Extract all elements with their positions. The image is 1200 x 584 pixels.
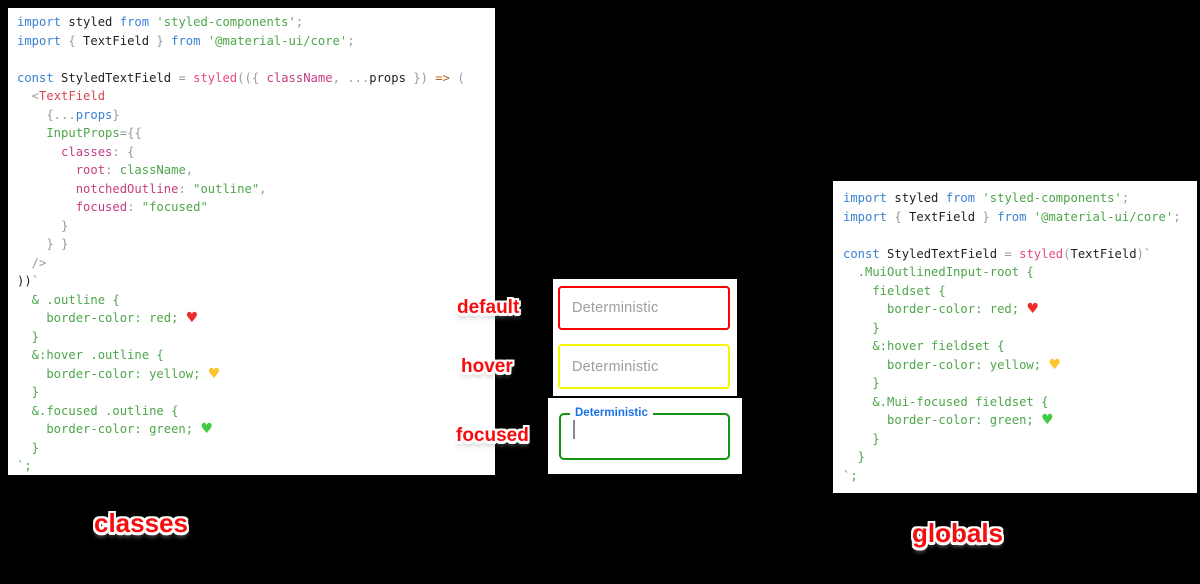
code-line: ))` <box>17 274 40 288</box>
code-line: fieldset { <box>843 283 946 298</box>
code-line: import styled from 'styled-components'; <box>17 15 304 29</box>
textfield-hover[interactable]: Deterministic <box>558 344 730 389</box>
code-line: classes: { <box>17 144 135 159</box>
code-line: const StyledTextField = styled(TextField… <box>843 246 1152 261</box>
code-line: & .outline { <box>17 292 120 307</box>
code-line: &.focused .outline { <box>17 403 179 418</box>
textfield-floating-label: Deterministic <box>570 407 653 420</box>
code-line: root: className, <box>17 163 194 177</box>
code-line: .MuiOutlinedInput-root { <box>843 265 1034 279</box>
state-label-focused: focused <box>456 425 529 446</box>
code-line: const StyledTextField = styled(({ classN… <box>17 70 465 85</box>
code-line: import { TextField } from '@material-ui/… <box>17 33 355 48</box>
code-line: border-color: green; ♥ <box>843 412 1054 428</box>
textfield-default[interactable]: Deterministic <box>558 286 730 330</box>
code-line: } <box>843 431 880 446</box>
code-line <box>17 50 489 69</box>
code-line: border-color: yellow; ♥ <box>17 365 221 382</box>
text-cursor-icon <box>573 420 575 439</box>
heart-icon: ♥ <box>200 421 213 437</box>
code-line: border-color: red; ♥ <box>17 310 199 326</box>
code-line: /> <box>17 255 47 270</box>
code-line: focused: "focused" <box>17 200 208 214</box>
code-line: import styled from 'styled-components'; <box>843 191 1130 205</box>
code-line: border-color: yellow; ♥ <box>843 356 1062 373</box>
code-line: } <box>17 218 69 233</box>
heart-icon: ♥ <box>185 310 199 326</box>
code-line: } <box>17 329 40 344</box>
right-code-panel: import styled from 'styled-components'; i… <box>833 181 1197 493</box>
code-line: } <box>843 450 866 464</box>
state-label-hover: hover <box>461 356 513 377</box>
code-line: notchedOutline: "outline", <box>17 181 267 196</box>
left-code-panel: import styled from 'styled-components'; i… <box>8 8 495 475</box>
code-line: } } <box>17 237 69 251</box>
caption-globals: globals <box>912 518 1004 548</box>
code-line: &.Mui-focused fieldset { <box>843 394 1049 409</box>
textfield-placeholder: Deterministic <box>572 300 659 316</box>
code-line: &:hover fieldset { <box>843 339 1005 353</box>
code-line: } <box>843 376 880 390</box>
code-line: border-color: green; ♥ <box>17 421 213 437</box>
textfield-placeholder: Deterministic <box>572 358 659 375</box>
code-line: &:hover .outline { <box>17 348 164 362</box>
heart-icon: ♥ <box>1041 412 1054 428</box>
code-line: InputProps={{ <box>17 126 142 140</box>
heart-icon: ♥ <box>1048 356 1062 373</box>
code-line: } <box>17 440 40 455</box>
code-line <box>843 226 1191 245</box>
code-line: `; <box>17 459 32 473</box>
textfield-focused[interactable]: Deterministic <box>559 407 730 460</box>
code-line: } <box>17 385 40 399</box>
state-label-default: default <box>457 297 520 318</box>
code-line: <TextField <box>17 89 106 103</box>
heart-icon: ♥ <box>1026 301 1039 317</box>
code-line: `; <box>843 468 858 483</box>
heart-icon: ♥ <box>207 365 221 382</box>
code-line: {...props} <box>17 107 120 122</box>
code-line: import { TextField } from '@material-ui/… <box>843 209 1181 224</box>
code-line: } <box>843 320 880 335</box>
code-line: border-color: red; ♥ <box>843 301 1039 317</box>
caption-classes: classes <box>94 508 188 538</box>
